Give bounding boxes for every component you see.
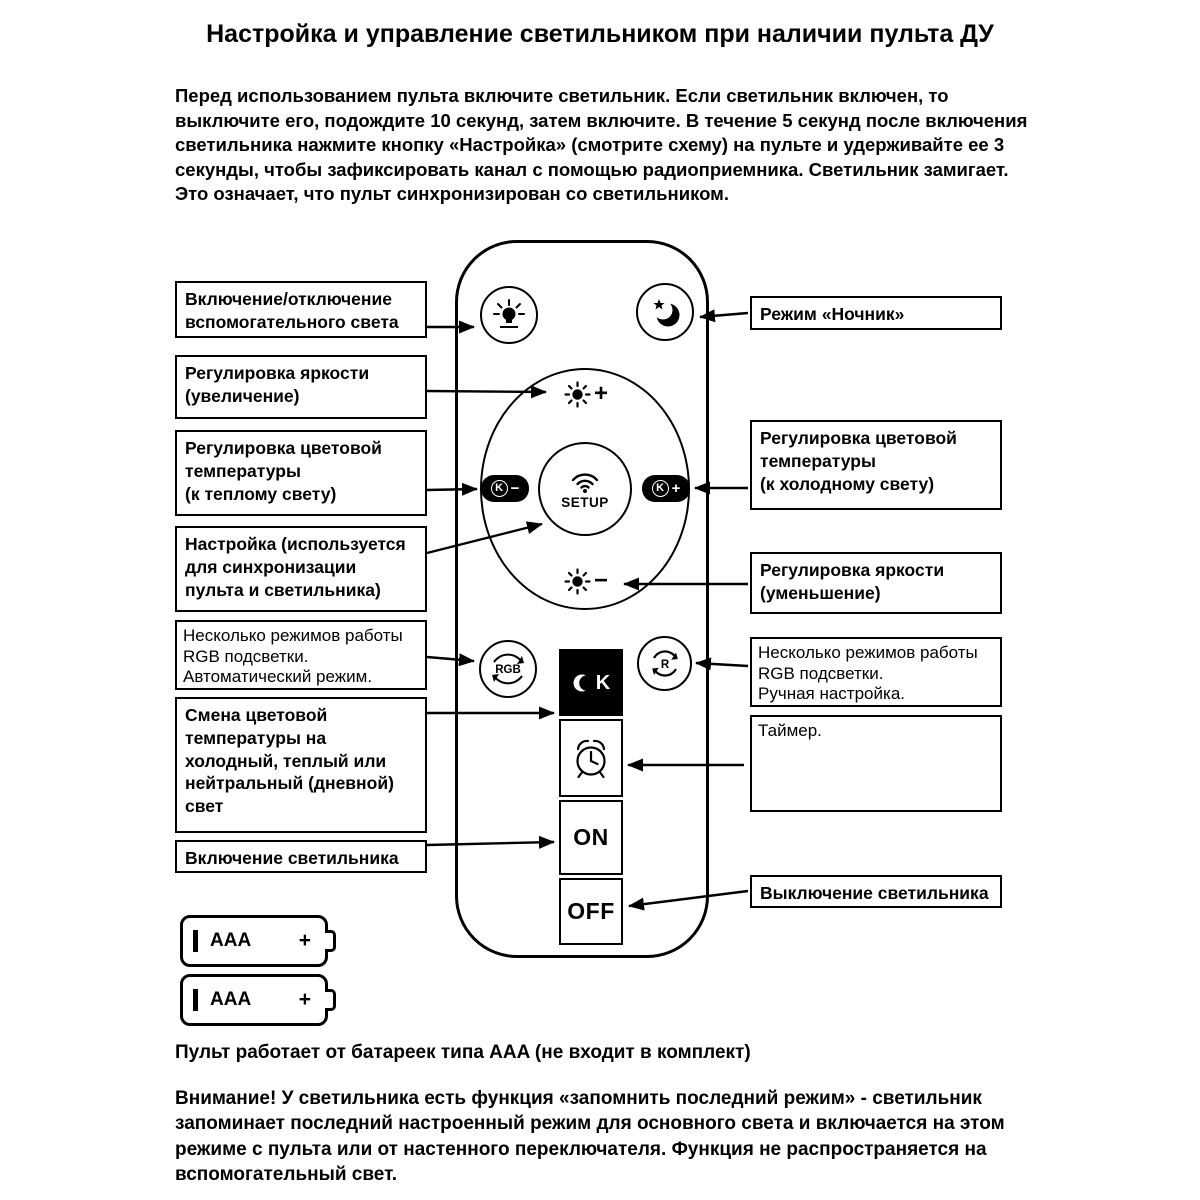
aux-light-button xyxy=(480,286,538,344)
sun-icon xyxy=(564,380,591,408)
battery-nub xyxy=(325,930,336,952)
battery-plus-sign: + xyxy=(298,929,311,952)
callout-lamp-on: Включение светильника xyxy=(175,840,427,873)
brightness-down-button: − xyxy=(553,563,619,599)
callout-timer: Таймер. xyxy=(750,715,1002,812)
battery-note: Пульт работает от батареек типа AAA (не … xyxy=(175,1042,751,1063)
intro-paragraph: Перед использованием пульта включите све… xyxy=(175,85,1028,205)
off-label: OFF xyxy=(567,898,615,924)
plus-sign: + xyxy=(671,480,681,497)
sun-icon xyxy=(564,567,591,595)
timer-button xyxy=(559,719,623,797)
temp-cold-button: K + xyxy=(642,475,690,502)
callout-setup: Настройка (используется для синхронизаци… xyxy=(175,526,427,612)
moon-star-icon xyxy=(653,299,680,327)
setup-button: SETUP xyxy=(538,442,632,536)
k-circle-icon: K xyxy=(651,480,669,497)
setup-label: SETUP xyxy=(561,494,609,510)
k-label: K xyxy=(595,671,611,694)
callout-rgb-auto: Несколько режимов работы RGB подсветки. … xyxy=(175,620,427,690)
battery-type-label: AAA xyxy=(210,930,252,951)
recycle-icon: R xyxy=(651,649,678,677)
rgb-manual-button: R xyxy=(637,636,692,691)
rgb-cycle-icon: RGB xyxy=(492,653,524,685)
rgb-label: RGB xyxy=(495,664,521,676)
off-button: OFF xyxy=(559,878,623,945)
battery-aaa-1: AAA + xyxy=(180,915,336,967)
battery-nub xyxy=(325,989,336,1011)
battery-aaa-2: AAA + xyxy=(180,974,336,1026)
callout-night-mode: Режим «Ночник» xyxy=(750,296,1002,330)
callout-brightness-up: Регулировка яркости (увеличение) xyxy=(175,355,427,419)
alarm-clock-icon xyxy=(576,739,606,779)
aux-light-icon xyxy=(493,299,525,328)
on-label: ON xyxy=(573,824,609,850)
warning-paragraph: Внимание! У светильника есть функция «за… xyxy=(175,1088,1005,1185)
plus-sign: + xyxy=(593,380,608,407)
battery-type-label: AAA xyxy=(210,989,252,1010)
crescent-icon xyxy=(573,674,594,691)
on-button: ON xyxy=(559,800,623,875)
battery-plus-sign: + xyxy=(298,988,311,1011)
callout-lamp-off: Выключение светильника xyxy=(750,875,1002,908)
temp-warm-button: K − xyxy=(481,475,529,502)
brightness-up-button: + xyxy=(551,375,621,413)
temp-toggle-button: K xyxy=(559,649,623,716)
page-title: Настройка и управление светильником при … xyxy=(206,20,994,48)
r-label: R xyxy=(660,659,669,671)
callout-temp-change: Смена цветовой температуры на холодный, … xyxy=(175,697,427,833)
callout-aux-toggle: Включение/отключение вспомогательного св… xyxy=(175,281,427,338)
k-circle-icon: K xyxy=(490,480,508,497)
minus-sign: − xyxy=(510,480,520,497)
wifi-icon xyxy=(571,472,599,493)
battery-terminal xyxy=(193,989,198,1011)
battery-terminal xyxy=(193,930,198,952)
callout-warm-temp: Регулировка цветовой температуры (к тепл… xyxy=(175,430,427,516)
minus-sign: − xyxy=(593,567,608,594)
callout-rgb-manual: Несколько режимов работы RGB подсветки. … xyxy=(750,637,1002,707)
callout-cold-temp: Регулировка цветовой температуры (к холо… xyxy=(750,420,1002,510)
rgb-auto-button: RGB xyxy=(479,640,537,698)
callout-brightness-down: Регулировка яркости (уменьшение) xyxy=(750,552,1002,614)
night-mode-button xyxy=(636,283,694,341)
